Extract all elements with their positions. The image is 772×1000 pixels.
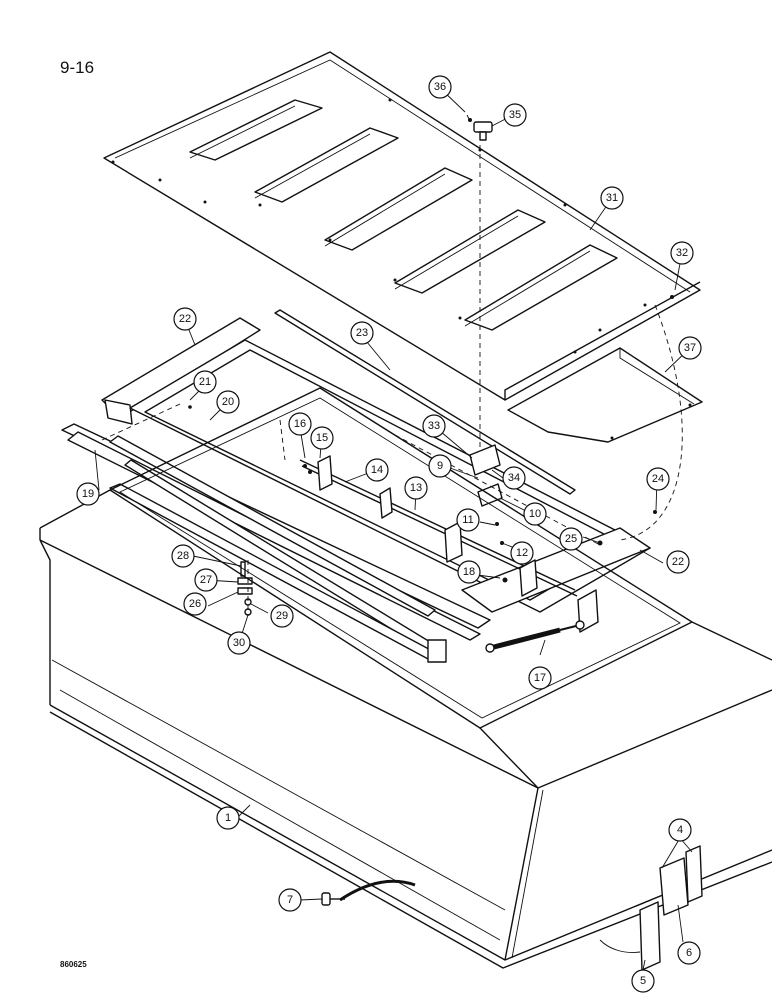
- svg-text:37: 37: [684, 342, 696, 354]
- callout-6: 6: [677, 941, 701, 965]
- callout-1: 1: [216, 806, 240, 830]
- svg-text:23: 23: [356, 327, 368, 339]
- callout-14: 14: [365, 458, 389, 482]
- svg-text:1: 1: [225, 812, 231, 824]
- svg-text:7: 7: [287, 894, 293, 906]
- callout-27: 27: [194, 568, 218, 592]
- svg-text:31: 31: [606, 192, 618, 204]
- callouts: 1 4 5 6 7 9 10 11 12 13 14 15 16 17 18 1…: [76, 75, 702, 993]
- callout-12: 12: [510, 541, 534, 565]
- callout-20: 20: [216, 390, 240, 414]
- svg-text:20: 20: [222, 396, 234, 408]
- svg-text:13: 13: [410, 482, 422, 494]
- callout-31: 31: [600, 186, 624, 210]
- page-number: 9-16: [60, 58, 95, 77]
- callout-28: 28: [171, 544, 195, 568]
- svg-text:26: 26: [189, 598, 201, 610]
- callout-21: 21: [193, 370, 217, 394]
- svg-text:27: 27: [200, 574, 212, 586]
- callout-15: 15: [310, 426, 334, 450]
- callout-35: 35: [503, 103, 527, 127]
- callout-13: 13: [404, 476, 428, 500]
- svg-text:34: 34: [508, 472, 520, 484]
- callout-5: 5: [631, 969, 655, 993]
- callout-34: 34: [502, 466, 526, 490]
- svg-text:18: 18: [463, 566, 475, 578]
- callout-22-right: 22: [666, 550, 690, 574]
- callout-18: 18: [457, 560, 481, 584]
- svg-text:6: 6: [686, 947, 692, 959]
- svg-text:5: 5: [640, 975, 646, 987]
- svg-text:11: 11: [462, 514, 473, 526]
- callout-19: 19: [76, 482, 100, 506]
- svg-text:24: 24: [652, 473, 664, 485]
- rear-panel: [507, 347, 703, 443]
- svg-text:32: 32: [676, 247, 688, 259]
- svg-text:30: 30: [233, 637, 245, 649]
- svg-text:9: 9: [437, 460, 443, 472]
- callout-10: 10: [523, 502, 547, 526]
- svg-text:14: 14: [371, 464, 383, 476]
- callout-17: 17: [528, 666, 552, 690]
- svg-text:12: 12: [516, 547, 528, 559]
- cover-latch: [466, 114, 493, 141]
- svg-text:36: 36: [434, 81, 446, 93]
- svg-text:16: 16: [294, 418, 306, 430]
- hatch-plates: [599, 845, 703, 971]
- svg-text:33: 33: [428, 420, 440, 432]
- svg-text:21: 21: [199, 376, 211, 388]
- svg-text:28: 28: [177, 550, 189, 562]
- svg-text:10: 10: [529, 508, 541, 520]
- callout-29: 29: [270, 604, 294, 628]
- callout-36: 36: [428, 75, 452, 99]
- svg-text:4: 4: [677, 824, 683, 836]
- callout-32: 32: [670, 241, 694, 265]
- callout-37: 37: [678, 336, 702, 360]
- svg-text:29: 29: [276, 610, 288, 622]
- callout-23: 23: [350, 321, 374, 345]
- callout-22-top: 22: [173, 307, 197, 331]
- svg-text:25: 25: [565, 533, 577, 545]
- svg-text:19: 19: [82, 488, 94, 500]
- callout-4: 4: [668, 818, 692, 842]
- svg-text:22: 22: [179, 313, 191, 325]
- callout-9: 9: [428, 454, 452, 478]
- svg-text:15: 15: [316, 432, 328, 444]
- callout-7: 7: [278, 888, 302, 912]
- callout-16: 16: [288, 412, 312, 436]
- callout-24: 24: [646, 467, 670, 491]
- assembly-lines: [101, 145, 683, 616]
- cover-panel: [103, 51, 701, 401]
- callout-11: 11: [456, 508, 480, 532]
- callout-25: 25: [559, 527, 583, 551]
- callout-33: 33: [422, 414, 446, 438]
- svg-text:35: 35: [509, 109, 521, 121]
- figure-code: 860625: [60, 960, 87, 969]
- callout-30: 30: [227, 631, 251, 655]
- svg-text:17: 17: [534, 672, 546, 684]
- callout-26: 26: [183, 592, 207, 616]
- svg-text:22: 22: [672, 556, 684, 568]
